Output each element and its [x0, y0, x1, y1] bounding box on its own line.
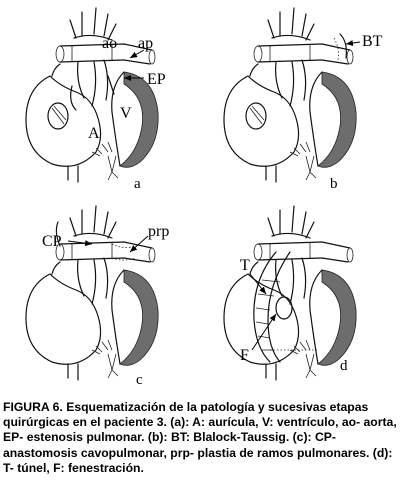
figure-caption: FIGURA 6. Esquematización de la patologí… [3, 400, 397, 475]
label-v: V [120, 105, 132, 122]
label-f: F [240, 347, 249, 364]
panel-d: T F d [223, 205, 357, 381]
panel-c: CP prp c [25, 205, 169, 388]
label-cp: CP [42, 233, 62, 250]
panel-letter-a: a [134, 176, 141, 192]
panel-b: BT b [223, 7, 383, 192]
panel-letter-d: d [340, 358, 348, 374]
panel-letter-c: c [136, 372, 143, 388]
label-a: A [88, 125, 100, 142]
figure-diagram: ao ap EP V A a BT b CP prp c [25, 7, 383, 388]
label-t: T [240, 257, 250, 274]
panel-letter-b: b [330, 176, 338, 192]
label-ap: ap [138, 35, 153, 52]
label-ao: ao [102, 35, 117, 52]
label-prp: prp [148, 223, 169, 240]
panel-a: ao ap EP V A a [25, 7, 166, 192]
label-ep: EP [147, 71, 166, 88]
label-bt: BT [362, 33, 383, 50]
